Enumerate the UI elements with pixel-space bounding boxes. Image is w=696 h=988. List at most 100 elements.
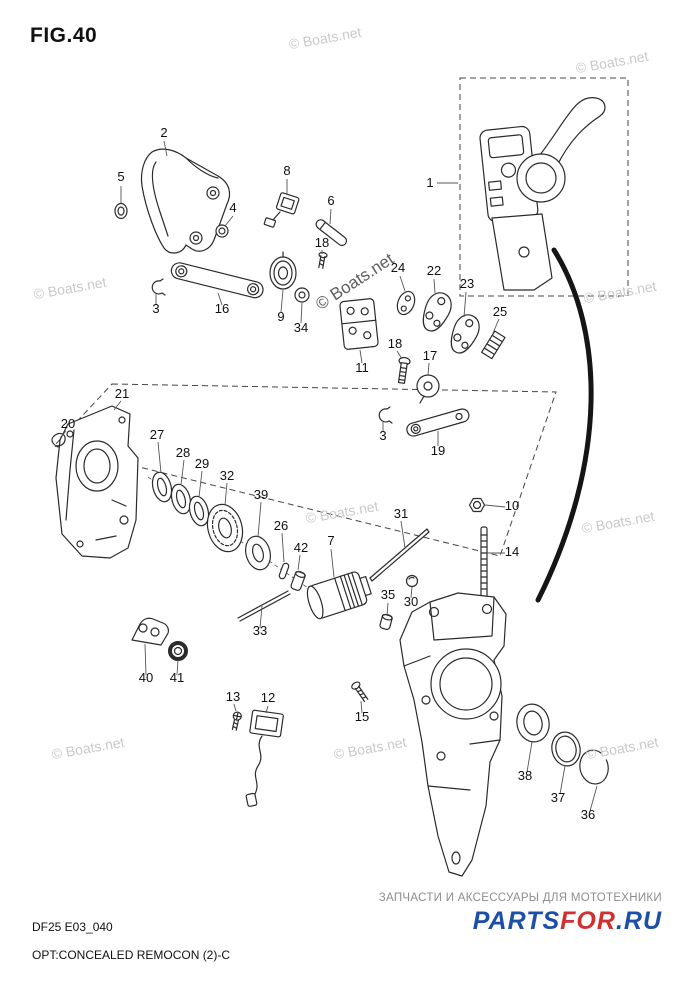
callout-label-14: 14 xyxy=(505,544,519,559)
figure-title: FIG.40 xyxy=(30,24,98,47)
brand-segment: PARTS xyxy=(472,907,561,935)
callout-label-8: 8 xyxy=(283,163,290,178)
part-plate-11 xyxy=(339,298,379,350)
part-eclip-3b xyxy=(378,406,393,424)
part-stud-14 xyxy=(480,526,488,598)
callout-label-7: 7 xyxy=(327,533,334,548)
callout-label-21: 21 xyxy=(115,386,129,401)
part-lever-16 xyxy=(170,262,264,299)
part-block-8 xyxy=(263,192,300,228)
part-panel-21 xyxy=(55,405,139,559)
callout-label-36: 36 xyxy=(581,807,595,822)
callout-label-42: 42 xyxy=(294,540,308,555)
part-eclip-3a xyxy=(151,278,166,296)
part-arm-19 xyxy=(406,408,470,437)
callout-label-32: 32 xyxy=(220,468,234,483)
part-bushing-42 xyxy=(290,570,306,591)
part-washer-28 xyxy=(170,483,192,515)
part-plate-23 xyxy=(450,314,480,354)
callout-label-27: 27 xyxy=(150,427,164,442)
callout-label-5: 5 xyxy=(117,169,124,184)
part-screw-15 xyxy=(351,681,369,703)
part-rod-33 xyxy=(237,590,291,622)
part-disc-9 xyxy=(269,251,297,290)
callout-label-38: 38 xyxy=(518,768,532,783)
callout-label-25: 25 xyxy=(493,304,507,319)
callout-label-35: 35 xyxy=(381,587,395,602)
part-screw-13 xyxy=(231,711,242,731)
part-clip-20 xyxy=(51,432,66,447)
part-bracket-40 xyxy=(131,617,169,646)
part-plate-24 xyxy=(396,290,416,316)
callout-label-10: 10 xyxy=(505,498,519,513)
callout-label-12: 12 xyxy=(261,690,275,705)
part-washer-27 xyxy=(151,471,173,503)
part-nut-10 xyxy=(468,497,486,513)
callout-label-34: 34 xyxy=(294,320,308,335)
part-motor-7 xyxy=(306,571,372,620)
callout-label-16: 16 xyxy=(215,301,229,316)
part-washer-34 xyxy=(294,287,310,303)
control-cable-curve xyxy=(535,247,594,603)
part-bushing-35 xyxy=(379,613,393,630)
part-ring-5 xyxy=(114,202,128,220)
part-bolt-18b xyxy=(397,356,411,384)
callout-label-6: 6 xyxy=(327,193,334,208)
callout-label-26: 26 xyxy=(274,518,288,533)
callout-label-11: 11 xyxy=(355,360,369,375)
figure-caption: OPT:CONCEALED REMOCON (2)-C xyxy=(32,948,231,962)
callout-label-18a: 18 xyxy=(315,235,329,250)
callout-label-30: 30 xyxy=(404,594,418,609)
part-ring-41 xyxy=(168,641,188,661)
part-bracket-2 xyxy=(140,148,231,254)
leader-lines xyxy=(59,140,598,812)
callout-label-24: 24 xyxy=(391,260,405,275)
figure-code: DF25 E03_040 xyxy=(32,920,113,934)
callout-label-3a: 3 xyxy=(152,301,159,316)
part-disc-39 xyxy=(245,535,271,571)
part-pin-26 xyxy=(278,562,290,580)
callout-label-33: 33 xyxy=(253,623,267,638)
part-ring-38 xyxy=(516,703,550,743)
option-box-dashed xyxy=(459,77,629,297)
callout-label-40: 40 xyxy=(139,670,153,685)
callout-label-22: 22 xyxy=(427,263,441,278)
callout-label-28: 28 xyxy=(176,445,190,460)
callout-label-19: 19 xyxy=(431,443,445,458)
footer-tagline: ЗАПЧАСТИ И АКСЕССУАРЫ ДЛЯ МОТОТЕХНИКИ xyxy=(378,892,662,904)
callout-label-2: 2 xyxy=(160,125,167,140)
brand-segment: FOR xyxy=(560,907,616,935)
callout-label-4: 4 xyxy=(229,200,236,215)
brand-segment: .RU xyxy=(615,907,662,935)
part-washer-29 xyxy=(188,495,210,527)
partsfor-logo: PARTSFOR.RU xyxy=(473,907,662,936)
part-plate-22 xyxy=(422,292,452,332)
callout-label-9: 9 xyxy=(277,309,284,324)
part-snapring-36 xyxy=(579,749,609,785)
callout-label-13: 13 xyxy=(226,689,240,704)
part-sensor-12 xyxy=(245,709,284,807)
part-washer-37 xyxy=(551,731,581,767)
part-spring-25 xyxy=(481,330,506,360)
callout-label-3b: 3 xyxy=(379,428,386,443)
callout-label-23: 23 xyxy=(460,276,474,291)
part-disc-32 xyxy=(206,503,244,553)
part-remote-control-assy xyxy=(479,97,606,291)
callout-label-20: 20 xyxy=(61,416,75,431)
callout-label-15: 15 xyxy=(355,709,369,724)
callout-label-31: 31 xyxy=(394,506,408,521)
callout-label-18b: 18 xyxy=(388,336,402,351)
callout-label-37: 37 xyxy=(551,790,565,805)
part-ball-30 xyxy=(405,574,419,588)
part-ring-4 xyxy=(215,224,229,238)
callout-label-1: 1 xyxy=(426,175,433,190)
callout-label-17: 17 xyxy=(423,348,437,363)
part-rod-31 xyxy=(369,528,430,582)
callout-label-41: 41 xyxy=(170,670,184,685)
part-housing xyxy=(399,592,507,877)
part-bolt-18a xyxy=(318,251,328,269)
part-washer-17 xyxy=(416,374,440,404)
callout-labels: 1 2 5 8 6 4 18 3 16 9 34 11 24 22 23 25 … xyxy=(61,125,595,822)
